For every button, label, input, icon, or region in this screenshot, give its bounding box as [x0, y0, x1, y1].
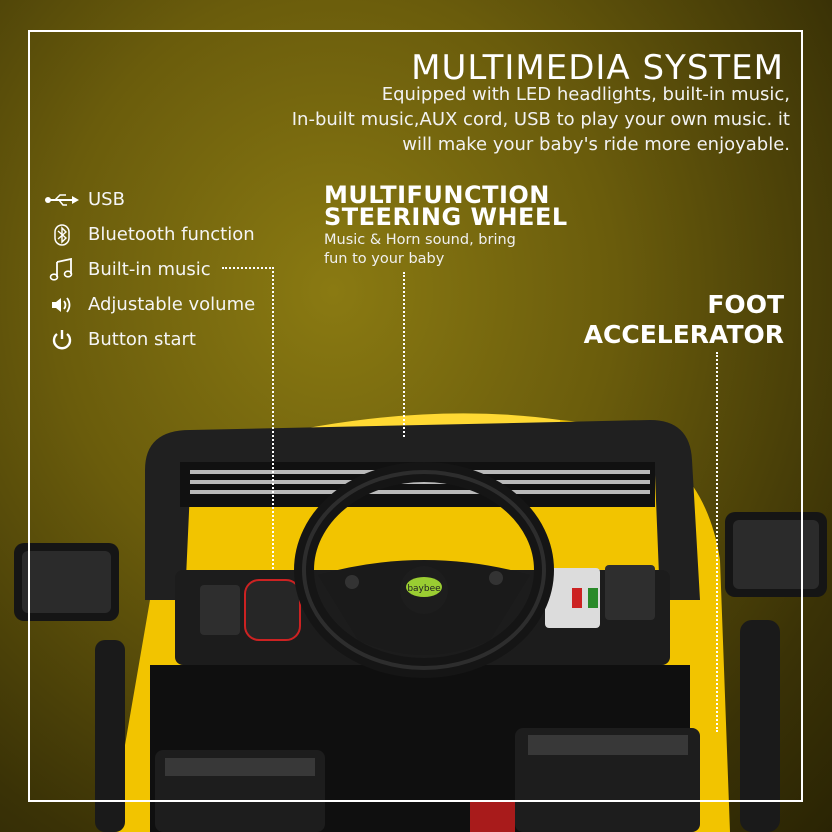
usb-icon [44, 188, 80, 212]
feature-label: Built-in music [88, 259, 211, 280]
description-line: Equipped with LED headlights, built-in m… [381, 84, 790, 105]
feature-label: Bluetooth function [88, 224, 255, 245]
feature-item-volume: Adjustable volume [44, 287, 255, 322]
steering-description: Music & Horn sound, bring fun to your ba… [324, 231, 516, 269]
steering-leader-line [403, 272, 405, 437]
feature-item-music: Built-in music [44, 252, 255, 287]
steering-logo: baybee [407, 584, 441, 594]
steering-title-line: STEERING WHEEL [324, 203, 568, 231]
bluetooth-icon [44, 223, 80, 247]
music-leader-line [222, 267, 274, 569]
feature-label: USB [88, 189, 125, 210]
accelerator-title-line: FOOT [707, 290, 784, 319]
accelerator-title: FOOT ACCELERATOR [584, 290, 784, 350]
feature-item-bluetooth: Bluetooth function [44, 217, 255, 252]
steering-title-line: MULTIFUNCTION [324, 181, 550, 209]
multimedia-title: MULTIMEDIA SYSTEM [411, 48, 784, 88]
description-line: will make your baby's ride more enjoyabl… [402, 134, 790, 155]
steering-sub-line: Music & Horn sound, bring [324, 232, 516, 248]
feature-label: Adjustable volume [88, 294, 256, 315]
feature-label: Button start [88, 329, 196, 350]
description-line: In-built music,AUX cord, USB to play you… [291, 109, 790, 130]
accelerator-title-line: ACCELERATOR [583, 320, 784, 349]
multimedia-description: Equipped with LED headlights, built-in m… [190, 82, 790, 157]
white-frame [28, 30, 803, 802]
speaker-volume-icon [44, 293, 80, 317]
steering-title: MULTIFUNCTION STEERING WHEEL [324, 181, 568, 231]
accelerator-leader-line [716, 352, 718, 732]
music-note-icon [44, 257, 80, 282]
steering-sub-line: fun to your baby [324, 251, 445, 267]
feature-item-usb: USB [44, 182, 255, 217]
feature-item-power: Button start [44, 322, 255, 357]
feature-list: USB Bluetooth function Built-in music Ad… [44, 182, 255, 357]
power-button-icon [44, 328, 80, 352]
